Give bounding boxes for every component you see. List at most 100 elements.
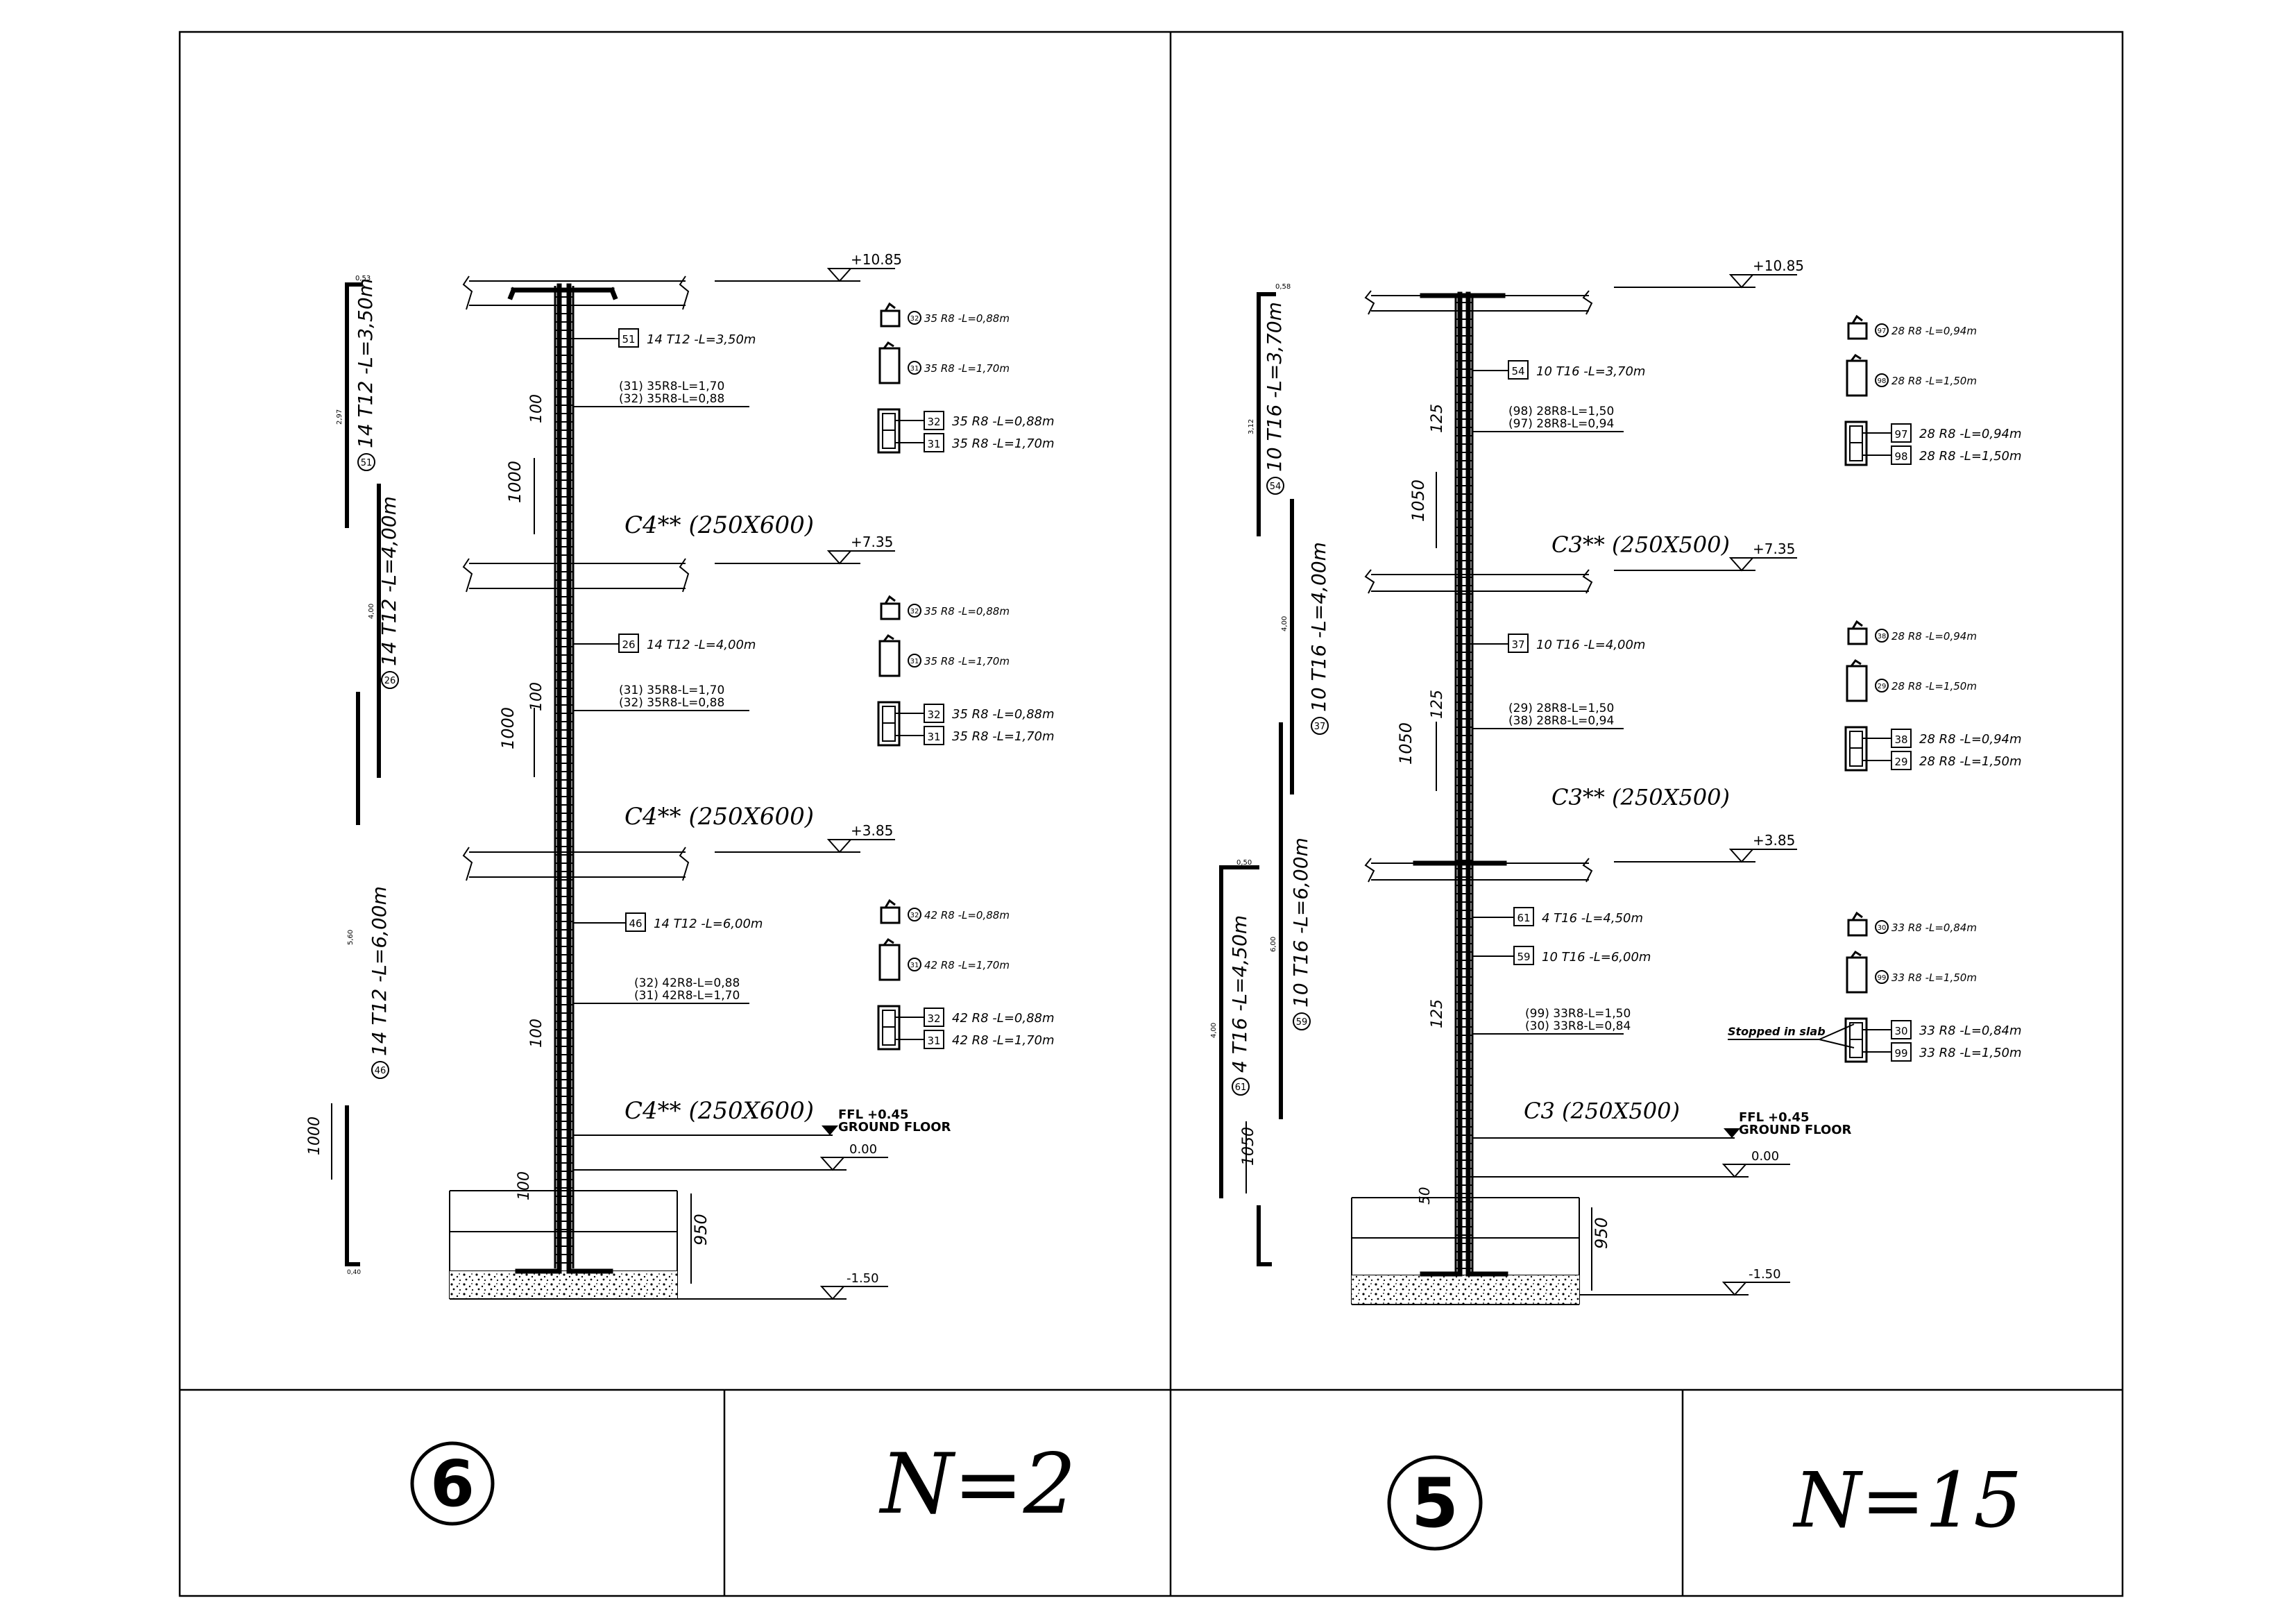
svg-text:10 T16 -L=4,00m: 10 T16 -L=4,00m (1307, 542, 1330, 712)
left-ffl: FFL (838, 1107, 863, 1122)
svg-text:(31) 35R8-L=1,70: (31) 35R8-L=1,70 (619, 683, 724, 697)
left-section-2: C4** (250X600) (624, 803, 814, 831)
svg-text:35 R8 -L=1,70m: 35 R8 -L=1,70m (952, 436, 1055, 451)
svg-text:5,60: 5,60 (347, 930, 355, 945)
svg-text:100: 100 (528, 394, 545, 423)
svg-text:37: 37 (1511, 638, 1524, 651)
svg-text:51: 51 (361, 458, 373, 468)
right-level-2: +7.35 (1753, 541, 1795, 557)
right-ground-floor: GROUND FLOOR (1739, 1123, 1852, 1137)
svg-text:125: 125 (1429, 404, 1446, 433)
svg-text:35 R8 -L=1,70m: 35 R8 -L=1,70m (924, 655, 1010, 668)
svg-text:28 R8 -L=0,94m: 28 R8 -L=0,94m (1919, 732, 2022, 747)
right-level-zero: 0.00 (1751, 1149, 1779, 1164)
svg-text:(99) 33R8-L=1,50: (99) 33R8-L=1,50 (1525, 1007, 1631, 1021)
svg-text:46: 46 (629, 917, 642, 930)
svg-text:+0.45: +0.45 (1768, 1110, 1810, 1125)
svg-text:42 R8 -L=0,88m: 42 R8 -L=0,88m (952, 1011, 1055, 1026)
svg-text:50: 50 (1416, 1187, 1433, 1205)
svg-text:14 T12 -L=3,50m: 14 T12 -L=3,50m (354, 278, 377, 448)
right-level-1: +3.85 (1753, 832, 1795, 849)
svg-text:31: 31 (927, 731, 940, 743)
right-level-found: -1.50 (1749, 1267, 1781, 1282)
right-bar-61: 61 4 T16 -L=4,50m (1228, 915, 1251, 1096)
svg-text:14 T12 -L=4,00m: 14 T12 -L=4,00m (647, 638, 756, 652)
svg-text:(32) 35R8-L=0,88: (32) 35R8-L=0,88 (619, 696, 724, 710)
svg-text:(97) 28R8-L=0,94: (97) 28R8-L=0,94 (1508, 417, 1614, 431)
svg-text:100: 100 (516, 1171, 533, 1200)
svg-text:(32) 35R8-L=0,88: (32) 35R8-L=0,88 (619, 392, 724, 406)
svg-text:0,40: 0,40 (347, 1269, 361, 1276)
svg-text:26: 26 (384, 676, 396, 686)
svg-text:100: 100 (528, 682, 545, 711)
right-stirrup-detail-2: 30 33 R8 -L=0,84m 99 33 R8 -L=1,50m 30 33 R8 … (1844, 911, 2022, 1063)
quantity-right: N=15 (1792, 1456, 2022, 1545)
left-elevation: C4** (250X600) C4** (250X600) C4** (250X… (306, 251, 1055, 1300)
svg-text:4 T16 -L=4,50m: 4 T16 -L=4,50m (1228, 915, 1251, 1073)
svg-text:51: 51 (622, 333, 635, 346)
svg-text:10 T16 -L=6,00m: 10 T16 -L=6,00m (1542, 950, 1651, 965)
svg-text:14 T12 -L=3,50m: 14 T12 -L=3,50m (647, 332, 756, 347)
right-bar-54: 54 10 T16 -L=3,70m (1263, 302, 1286, 495)
svg-text:(30) 33R8-L=0,84: (30) 33R8-L=0,84 (1525, 1019, 1631, 1033)
svg-text:2,97: 2,97 (336, 409, 343, 425)
svg-text:31: 31 (927, 438, 940, 450)
right-level-top: +10.85 (1753, 257, 1804, 274)
svg-text:32: 32 (927, 1012, 940, 1025)
svg-text:30: 30 (1894, 1025, 1907, 1037)
svg-text:33 R8 -L=1,50m: 33 R8 -L=1,50m (1891, 971, 1977, 984)
svg-text:28 R8 -L=0,94m: 28 R8 -L=0,94m (1891, 630, 1977, 643)
svg-text:4,00: 4,00 (1281, 616, 1289, 631)
left-level-2: +7.35 (851, 534, 893, 550)
svg-text:(31) 42R8-L=1,70: (31) 42R8-L=1,70 (634, 989, 740, 1003)
svg-text:98: 98 (1894, 450, 1907, 463)
svg-text:35 R8 -L=1,70m: 35 R8 -L=1,70m (924, 362, 1010, 375)
svg-text:31: 31 (910, 365, 919, 373)
svg-text:0,53: 0,53 (355, 275, 371, 282)
svg-text:33 R8 -L=0,84m: 33 R8 -L=0,84m (1919, 1023, 2022, 1038)
svg-text:1000: 1000 (306, 1116, 323, 1155)
svg-text:0,58: 0,58 (1275, 283, 1291, 291)
svg-text:99: 99 (1894, 1047, 1907, 1060)
svg-text:35 R8 -L=0,88m: 35 R8 -L=0,88m (924, 605, 1010, 618)
svg-text:61: 61 (1517, 912, 1530, 924)
svg-text:33 R8 -L=1,50m: 33 R8 -L=1,50m (1919, 1046, 2022, 1060)
svg-text:(32) 42R8-L=0,88: (32) 42R8-L=0,88 (634, 976, 740, 990)
right-section-3: C3 (250X500) (1524, 1098, 1680, 1124)
left-level-1: +3.85 (851, 822, 893, 839)
svg-text:54: 54 (1511, 365, 1524, 377)
svg-text:30: 30 (1878, 924, 1887, 932)
right-lap-2: 1050 (1396, 722, 1415, 765)
svg-text:4,00: 4,00 (368, 604, 375, 619)
left-bar-26: 26 14 T12 -L=4,00m (377, 496, 400, 689)
svg-text:6,00: 6,00 (1270, 937, 1277, 952)
svg-text:59: 59 (1296, 1017, 1308, 1028)
svg-text:97: 97 (1894, 428, 1907, 441)
svg-text:35 R8 -L=0,88m: 35 R8 -L=0,88m (952, 707, 1055, 722)
left-section-1: C4** (250X600) (624, 511, 814, 539)
svg-text:28 R8 -L=1,50m: 28 R8 -L=1,50m (1891, 680, 1977, 692)
stopped-in-slab-note: Stopped in slab (1728, 1025, 1826, 1038)
column-mark-circle-right (1387, 1455, 1483, 1551)
svg-text:38: 38 (1878, 633, 1887, 640)
svg-text:1050: 1050 (1240, 1127, 1257, 1166)
svg-text:4,00: 4,00 (1210, 1023, 1218, 1038)
svg-text:28 R8 -L=1,50m: 28 R8 -L=1,50m (1919, 449, 2022, 464)
svg-text:10 T16 -L=3,70m: 10 T16 -L=3,70m (1536, 364, 1645, 379)
column-mark-left: 6 (430, 1447, 475, 1521)
sheet-border (178, 31, 2124, 1597)
svg-text:(31) 35R8-L=1,70: (31) 35R8-L=1,70 (619, 380, 724, 393)
left-lap-1: 1000 (505, 461, 525, 503)
right-section-2: C3** (250X500) (1551, 784, 1730, 810)
svg-text:37: 37 (1314, 722, 1326, 732)
svg-text:3,12: 3,12 (1248, 419, 1255, 434)
left-level-top: +10.85 (851, 251, 902, 268)
svg-text:0,50: 0,50 (1236, 859, 1252, 867)
svg-text:(38) 28R8-L=0,94: (38) 28R8-L=0,94 (1508, 714, 1614, 728)
